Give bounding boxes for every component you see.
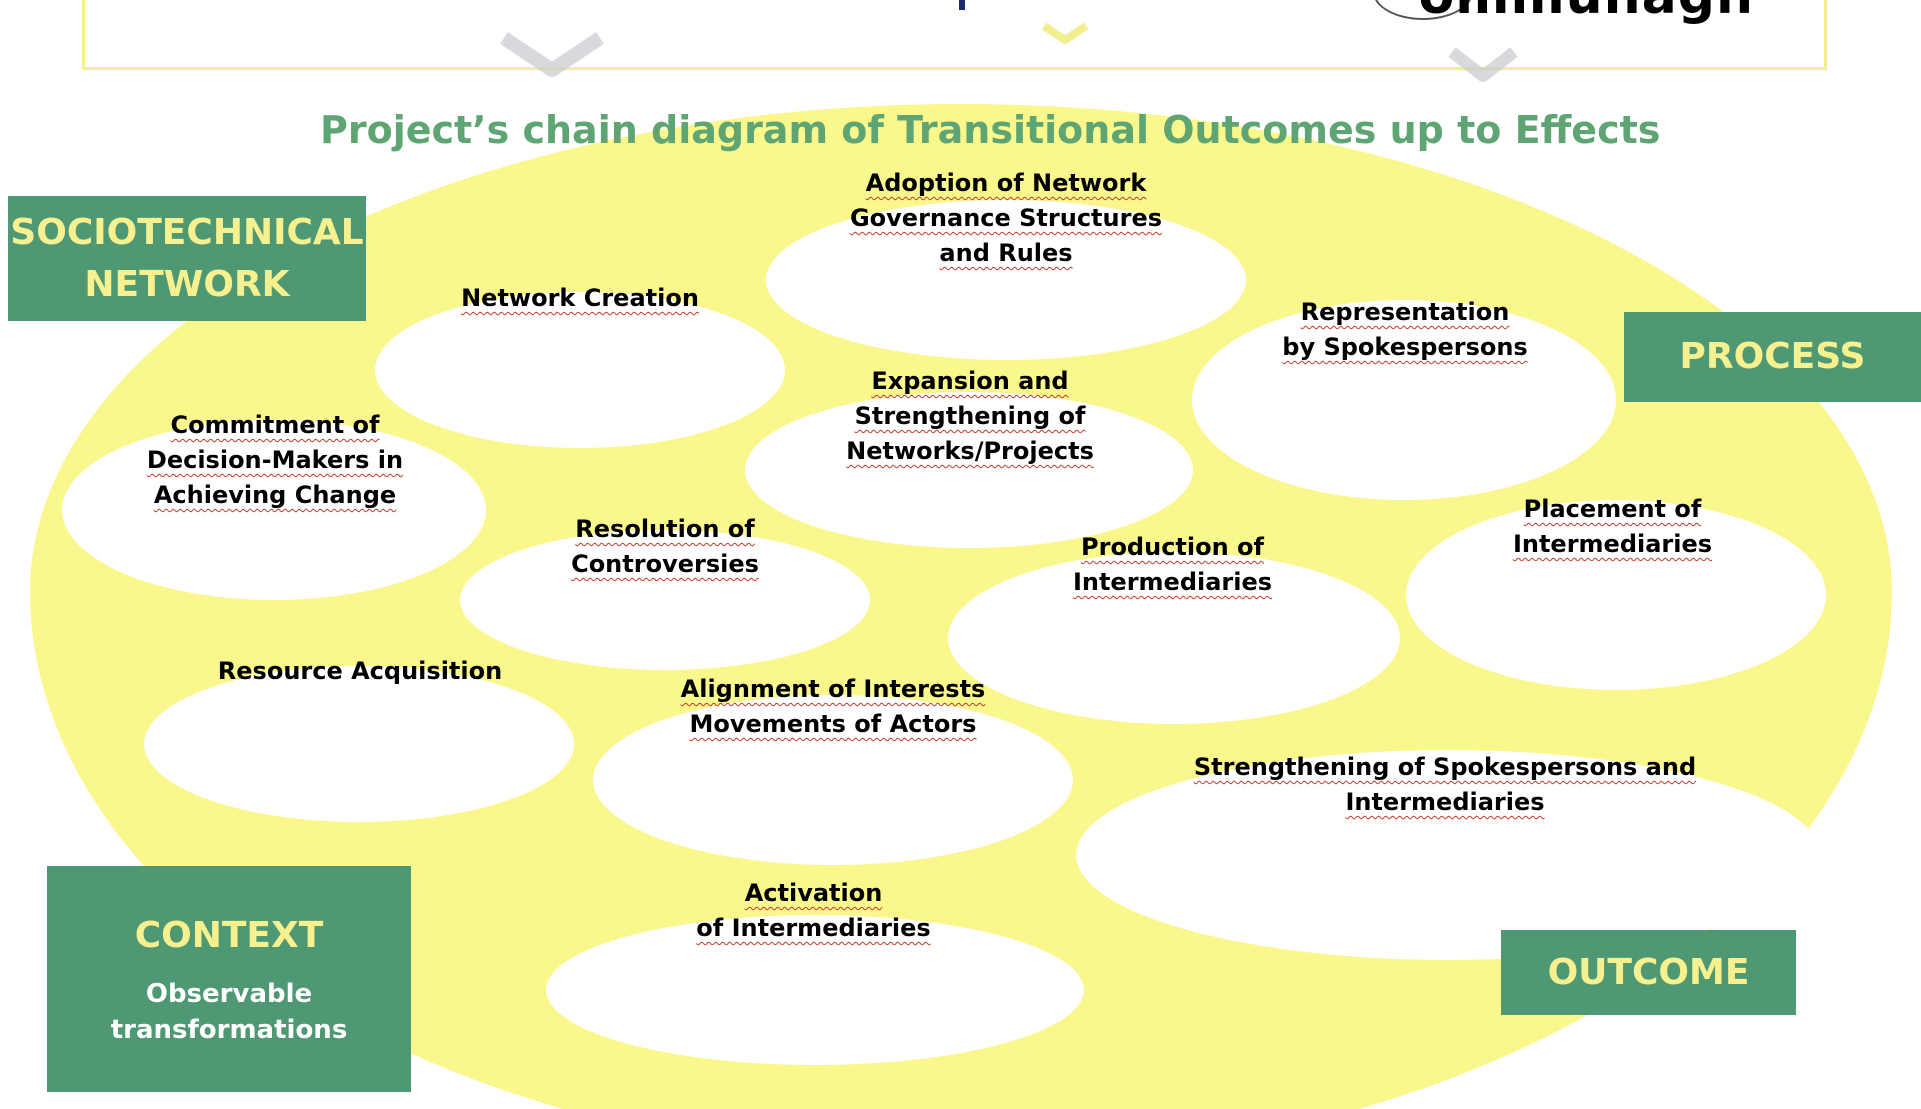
node-text: Strengthening of Spokespersons and Inter…	[1193, 753, 1697, 816]
ellipse-alignment	[593, 695, 1073, 865]
header-frame: ommunagh	[82, 0, 1827, 70]
node-text: Activation of Intermediaries	[696, 879, 931, 942]
node-label-expansion: Expansion and Strengthening of Networks/…	[820, 364, 1120, 469]
node-label-placement: Placement of Intermediaries	[1485, 492, 1740, 562]
context-label: CONTEXT	[134, 915, 324, 956]
node-label-adoption: Adoption of Network Governance Structure…	[806, 166, 1206, 271]
header-dot	[959, 0, 965, 10]
ellipse-network-creation	[375, 292, 785, 448]
node-text: Resolution of Controversies	[571, 515, 759, 578]
node-label-alignment: Alignment of Interests Movements of Acto…	[668, 672, 998, 742]
node-label-resolution: Resolution of Controversies	[540, 512, 790, 582]
ellipse-expansion	[745, 392, 1193, 548]
outcome-label: OUTCOME	[1547, 951, 1750, 993]
node-text: Network Creation	[461, 284, 699, 312]
sociotechnical-network-box: SOCIOTECHNICAL NETWORK	[8, 196, 366, 321]
ellipse-activation	[546, 915, 1084, 1065]
ellipse-commitment	[62, 420, 486, 600]
ellipse-adoption	[766, 200, 1246, 360]
node-text: Representation by Spokespersons	[1282, 298, 1528, 361]
ellipse-resource	[144, 666, 574, 822]
node-text: Resource Acquisition	[217, 657, 503, 685]
diagram-title: Project’s chain diagram of Transitional …	[320, 108, 1661, 152]
ellipse-strengthening	[1076, 750, 1820, 960]
node-text: Adoption of Network Governance Structure…	[849, 169, 1163, 267]
header-partial-text: ommunagh	[1419, 0, 1754, 26]
process-label: PROCESS	[1679, 336, 1866, 377]
node-label-resource: Resource Acquisition	[205, 654, 515, 689]
node-text: Expansion and Strengthening of Networks/…	[846, 367, 1094, 465]
ellipse-representation	[1192, 300, 1616, 500]
node-label-production: Production of Intermediaries	[1045, 530, 1300, 600]
sociotechnical-network-label: SOCIOTECHNICAL NETWORK	[10, 211, 364, 305]
outcome-box: OUTCOME	[1501, 930, 1796, 1015]
context-box: CONTEXT Observable transformations	[47, 866, 411, 1092]
node-text: Placement of Intermediaries	[1512, 495, 1713, 558]
ellipse-placement	[1406, 500, 1826, 690]
context-sublabel: Observable transformations	[110, 979, 348, 1045]
node-label-strengthening: Strengthening of Spokespersons and Inter…	[1190, 750, 1700, 820]
node-label-activation: Activation of Intermediaries	[686, 876, 941, 946]
node-text: Production of Intermediaries	[1072, 533, 1273, 596]
ellipse-production	[948, 552, 1400, 724]
node-label-network-creation: Network Creation	[420, 281, 740, 316]
process-box: PROCESS	[1624, 312, 1921, 402]
node-text: Commitment of Decision-Makers in Achievi…	[146, 411, 404, 509]
node-text: Alignment of Interests Movements of Acto…	[680, 675, 986, 738]
node-label-commitment: Commitment of Decision-Makers in Achievi…	[120, 408, 430, 513]
node-label-representation: Representation by Spokespersons	[1245, 295, 1565, 365]
ellipse-resolution	[460, 530, 870, 670]
